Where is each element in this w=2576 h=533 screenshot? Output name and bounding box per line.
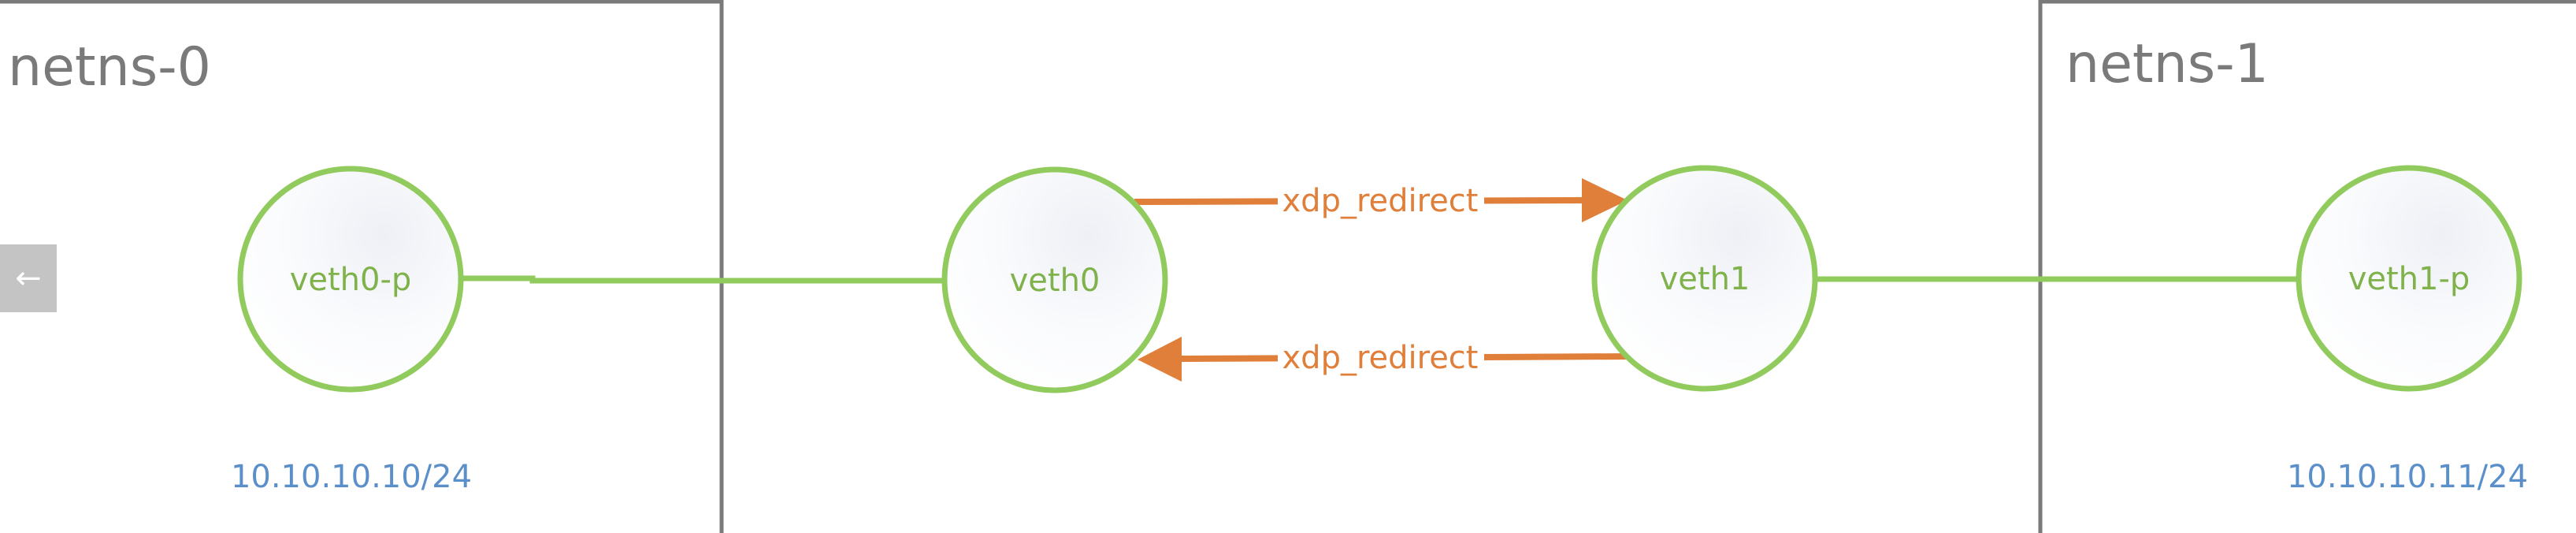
ip-label-veth1-p: 10.10.10.11/24 <box>2287 459 2528 495</box>
arrow-veth1-veth0-head <box>1138 337 1182 382</box>
netns-1-box <box>2038 0 2576 533</box>
netns-0-label: netns-0 <box>8 36 211 99</box>
netns-0-box <box>0 0 724 533</box>
node-label: veth1-p <box>2348 261 2470 297</box>
node-label: veth0-p <box>290 262 412 298</box>
node-veth1: veth1 <box>1591 165 1818 392</box>
link-veth0-p-veth0 <box>462 275 944 284</box>
arrow-veth0-veth1-head <box>1582 178 1628 222</box>
node-veth0: veth0 <box>941 166 1168 393</box>
edge-label-veth0-veth1: xdp_redirect <box>1282 183 1479 219</box>
back-button[interactable]: ← <box>0 244 57 312</box>
node-veth0-p: veth0-p <box>237 166 464 393</box>
ip-label-veth0-p: 10.10.10.10/24 <box>231 459 472 495</box>
netns-1-label: netns-1 <box>2066 33 2269 95</box>
node-veth1-p: veth1-p <box>2296 165 2522 392</box>
node-label: veth0 <box>1010 263 1101 299</box>
arrow-left-icon: ← <box>15 260 42 296</box>
node-label: veth1 <box>1660 261 1750 297</box>
edge-label-veth1-veth0: xdp_redirect <box>1282 340 1479 376</box>
